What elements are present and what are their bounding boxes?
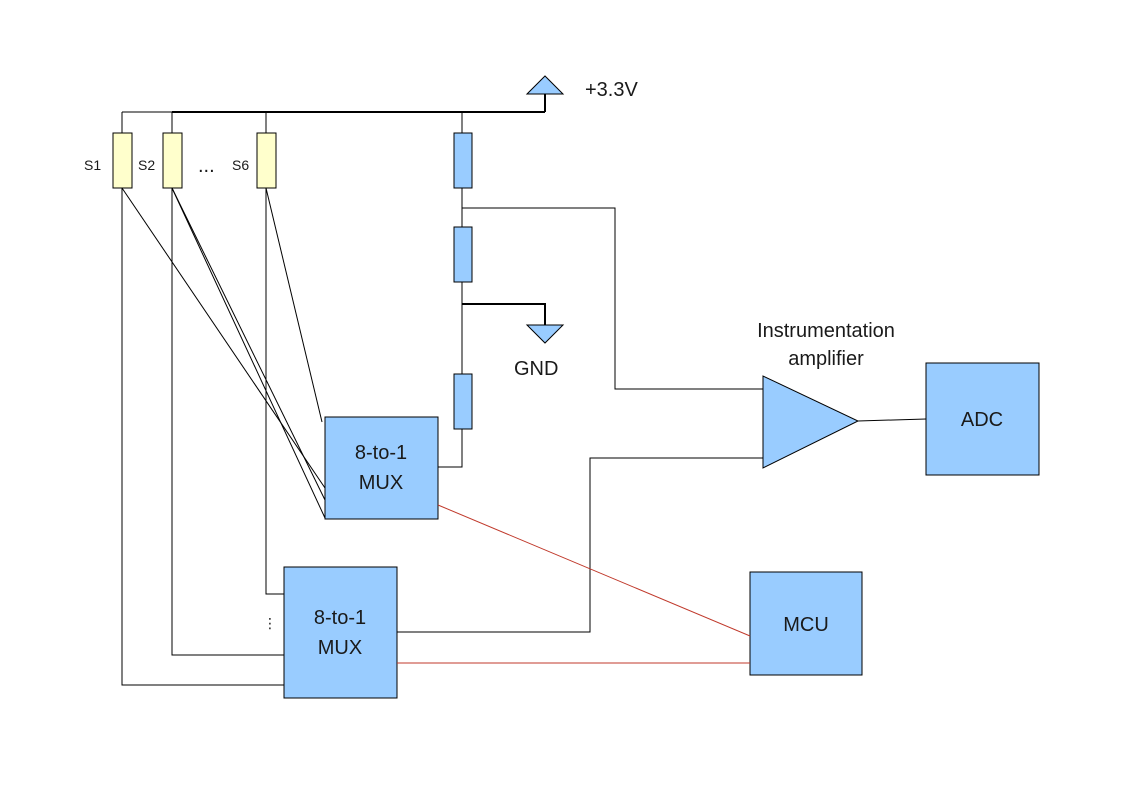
mux-bottom-more-inputs: ⋮ — [263, 615, 277, 631]
mcu-block — [749, 571, 863, 676]
mux-bottom-line1: 8-to-1 — [314, 607, 366, 629]
sensor-s6-label: S6 — [232, 157, 249, 173]
amplifier-label-line2: amplifier — [788, 348, 864, 370]
mux-bottom-output-wire — [397, 457, 763, 633]
adc-label: ADC — [961, 409, 1003, 431]
mux-top-line2: MUX — [359, 472, 403, 494]
mcu-label: MCU — [783, 614, 829, 636]
sensor-s1-label: S1 — [84, 157, 101, 173]
mcu-control-wires — [397, 504, 751, 664]
mux-bottom — [283, 566, 398, 699]
supply-symbol — [525, 75, 565, 95]
mux-top-line1: 8-to-1 — [355, 442, 407, 464]
ground-symbol — [525, 324, 565, 344]
sensor-s2 — [162, 132, 183, 189]
supply-rail — [121, 94, 546, 133]
sensor-s1 — [112, 132, 133, 189]
divider-wires — [438, 188, 763, 468]
supply-label: +3.3V — [585, 79, 638, 101]
resistor-r3 — [453, 373, 473, 430]
sensor-wires — [121, 187, 326, 686]
resistor-r1 — [453, 132, 473, 189]
amplifier-label-line1: Instrumentation — [757, 320, 895, 342]
resistor-r2 — [453, 226, 473, 283]
amp-to-adc-wire — [857, 418, 927, 422]
instrumentation-amplifier — [762, 375, 860, 469]
adc-block — [925, 362, 1040, 476]
sensor-ellipsis: ... — [198, 155, 215, 177]
ground-label: GND — [514, 358, 558, 380]
mux-top — [324, 416, 439, 520]
mux-bottom-line2: MUX — [318, 637, 362, 659]
sensor-s6 — [256, 132, 277, 189]
sensor-s2-label: S2 — [138, 157, 155, 173]
